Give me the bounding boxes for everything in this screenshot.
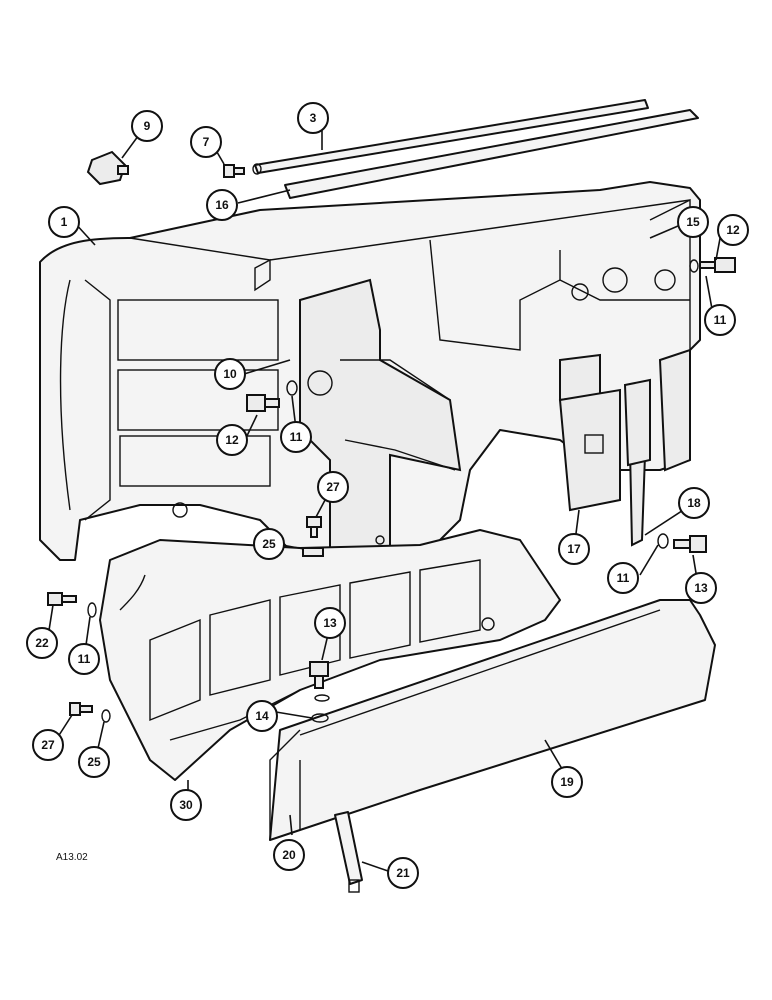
rod-part: [252, 99, 649, 175]
fastener-bolt-13-right: [657, 533, 707, 553]
callout-1: 1: [48, 206, 80, 238]
fastener-bolt-27-lower: [69, 702, 111, 723]
callout-label: 9: [144, 119, 151, 133]
callout-label: 25: [87, 755, 101, 769]
callout-label: 18: [687, 496, 701, 510]
callout-20: 20: [273, 839, 305, 871]
callout-11-lower-right: 11: [607, 562, 639, 594]
callout-9: 9: [131, 110, 163, 142]
lower-trim-part: [269, 599, 716, 841]
callout-label: 14: [255, 709, 269, 723]
callout-16: 16: [206, 189, 238, 221]
strap-bracket-part: [623, 348, 691, 547]
fastener-knob-9: [86, 150, 129, 186]
callout-22: 22: [26, 627, 58, 659]
callout-label: 30: [179, 798, 193, 812]
callout-12-upper-right: 12: [717, 214, 749, 246]
callout-label: 15: [686, 215, 700, 229]
fastener-bolt-22: [47, 592, 97, 618]
callout-label: 11: [290, 430, 303, 444]
fastener-screw-7: [223, 164, 245, 178]
callout-12-left: 12: [216, 424, 248, 456]
callout-label: 3: [310, 111, 317, 125]
callout-27-centre: 27: [317, 471, 349, 503]
callout-7: 7: [190, 126, 222, 158]
callout-13-centre: 13: [314, 607, 346, 639]
figure-reference: A13.02: [56, 852, 88, 863]
callout-27-left: 27: [32, 729, 64, 761]
fastener-bolt-13-upper: [309, 661, 330, 702]
callout-label: 12: [726, 223, 740, 237]
fastener-bolt-12-upper: [689, 257, 736, 273]
callout-10: 10: [214, 358, 246, 390]
callout-13-right: 13: [685, 572, 717, 604]
callout-label: 13: [323, 616, 337, 630]
callout-21: 21: [387, 857, 419, 889]
callout-25-centre: 25: [253, 528, 285, 560]
callout-label: 17: [567, 542, 581, 556]
callout-14: 14: [246, 700, 278, 732]
callout-11-left: 11: [68, 643, 100, 675]
fastener-bolt-27-upper: [302, 516, 324, 557]
callout-17: 17: [558, 533, 590, 565]
callout-18: 18: [678, 487, 710, 519]
callout-label: 10: [223, 367, 237, 381]
callout-3: 3: [297, 102, 329, 134]
fastener-bolt-12-left: [246, 380, 298, 412]
mounting-plate-part: [558, 353, 621, 512]
callout-label: 19: [560, 775, 574, 789]
callout-label: 7: [203, 135, 210, 149]
trim-strip-part: [284, 109, 699, 199]
callout-11-upper-right: 11: [704, 304, 736, 336]
callout-label: 16: [215, 198, 229, 212]
callout-label: 11: [78, 652, 91, 666]
lower-shroud-part: [99, 502, 561, 781]
callout-11-centre: 11: [280, 421, 312, 453]
callout-label: 27: [41, 738, 55, 752]
callout-label: 13: [694, 581, 708, 595]
callout-label: 11: [617, 571, 630, 585]
callout-25-left: 25: [78, 746, 110, 778]
callout-label: 25: [262, 537, 276, 551]
callout-15: 15: [677, 206, 709, 238]
callout-label: 21: [396, 866, 410, 880]
callout-label: 22: [35, 636, 49, 650]
callout-label: 20: [282, 848, 296, 862]
callout-label: 27: [326, 480, 340, 494]
callout-label: 12: [225, 433, 239, 447]
post-part: [334, 811, 363, 893]
callout-30: 30: [170, 789, 202, 821]
callout-label: 1: [61, 215, 68, 229]
callout-label: 11: [714, 313, 727, 327]
callout-19: 19: [551, 766, 583, 798]
